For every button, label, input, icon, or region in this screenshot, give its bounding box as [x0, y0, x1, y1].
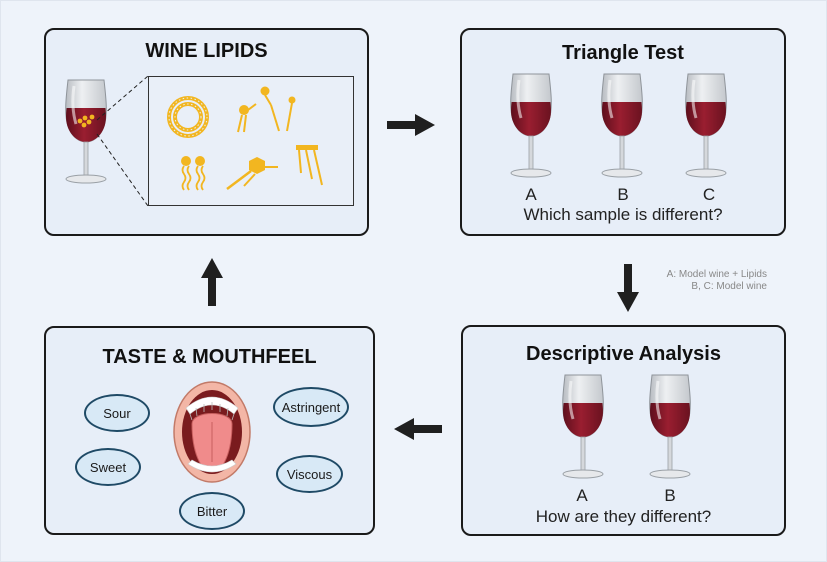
flow-arrow-icon — [201, 258, 223, 306]
sterol-icon — [226, 157, 278, 190]
glycolipid-icon — [181, 156, 206, 191]
triangle-test-panel: Triangle Test A B C Which sample is diff… — [460, 28, 786, 236]
phospholipid-icon — [237, 103, 257, 133]
descriptor-bitter: Bitter — [179, 492, 245, 530]
descriptor-viscous: Viscous — [276, 455, 343, 493]
sample-label-a: A — [576, 486, 588, 505]
panel-title: Triangle Test — [562, 42, 684, 64]
wine-glass-icon — [64, 78, 108, 185]
flow-arrow-icon — [394, 418, 442, 440]
descriptor-sweet: Sweet — [75, 448, 141, 486]
descriptor-astringent: Astringent — [273, 387, 349, 427]
wine-glass-icon — [600, 72, 644, 179]
liposome-icon — [167, 96, 209, 138]
sample-label-b: B — [617, 185, 629, 204]
zoom-lines — [96, 75, 149, 207]
question-text: How are they different? — [535, 507, 712, 526]
sample-label-a: A — [525, 185, 537, 204]
wine-glass-icon — [561, 373, 605, 480]
question-text: Which sample is different? — [523, 205, 723, 224]
wine-lipids-panel: WINE LIPIDS — [44, 28, 369, 236]
wine-glass-icon — [684, 72, 728, 179]
wine-glass-icon — [509, 72, 553, 179]
panel-title: TASTE & MOUTHFEEL — [102, 346, 317, 368]
taste-mouthfeel-panel: TASTE & MOUTHFEEL Sour Sweet Bitter Astr… — [44, 326, 375, 535]
panel-title: Descriptive Analysis — [526, 343, 721, 365]
descriptor-sour: Sour — [84, 394, 150, 432]
note-line-1: A: Model wine + Lipids — [666, 269, 767, 280]
note-line-2: B, C: Model wine — [691, 281, 767, 292]
lipid-zoom-box — [148, 76, 354, 206]
descriptive-analysis-panel: Descriptive Analysis A B How are they di… — [461, 325, 786, 536]
open-mouth-icon — [173, 381, 251, 483]
phospholipid-icon — [260, 86, 280, 132]
fatty-acid-icon — [286, 96, 296, 132]
sample-label-b: B — [664, 486, 676, 505]
flow-arrow-icon — [387, 114, 435, 136]
triglyceride-icon — [296, 145, 323, 186]
panel-title: WINE LIPIDS — [145, 40, 268, 62]
sample-label-c: C — [702, 185, 716, 204]
sample-legend-note: A: Model wine + Lipids B, C: Model wine — [631, 269, 767, 293]
wine-glass-icon — [648, 373, 692, 480]
